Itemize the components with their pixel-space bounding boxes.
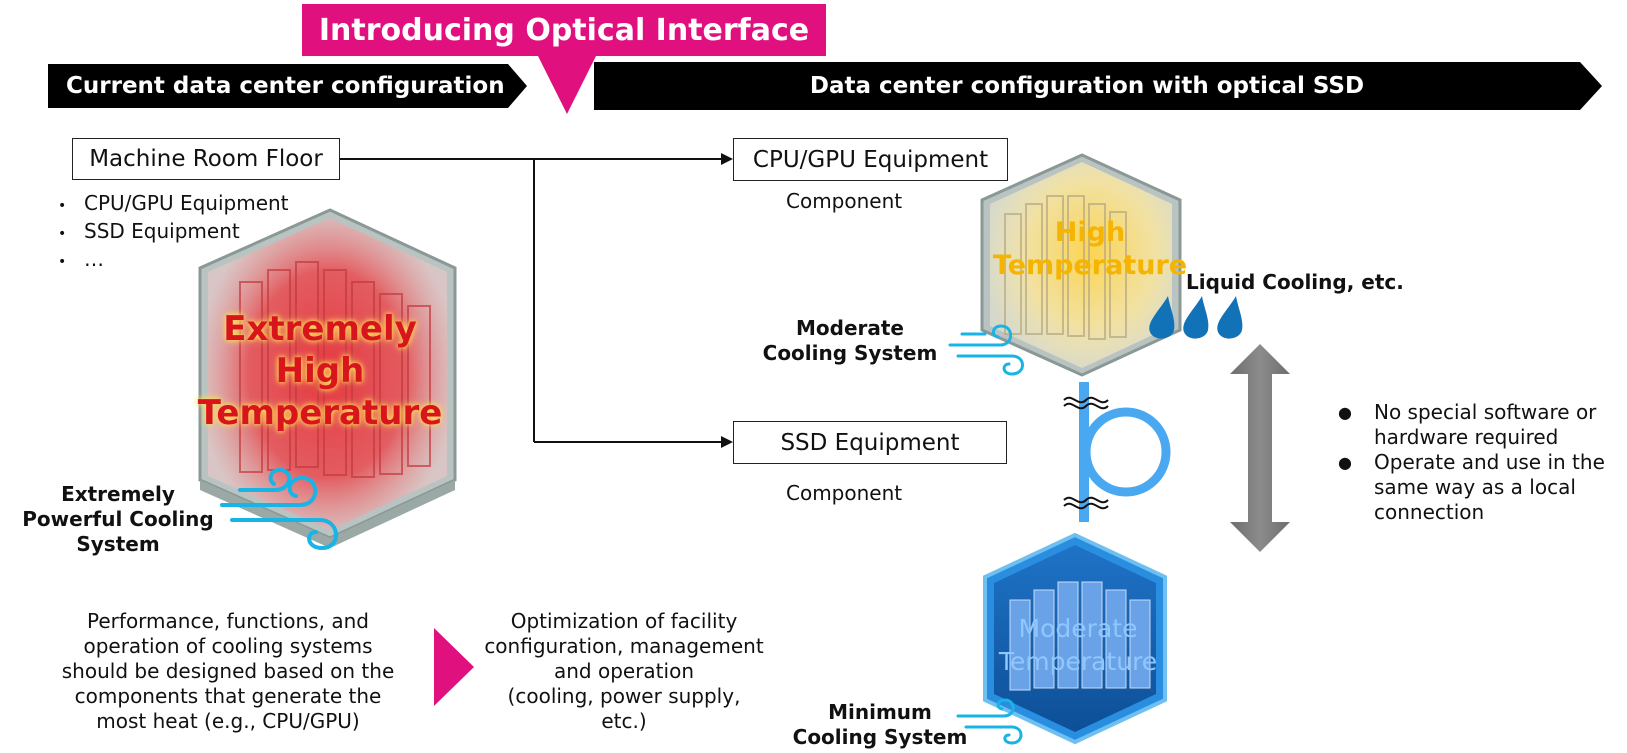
left-header-bar bbox=[48, 64, 527, 108]
ssd-component-label: Component bbox=[786, 481, 903, 505]
hot-server-rack-icon bbox=[198, 208, 457, 548]
wind-icon-moderate bbox=[948, 324, 1024, 376]
minimum-cooling-label: Minimum Cooling System bbox=[792, 700, 968, 749]
extremely-powerful-cooling-label: Extremely Powerful Cooling System bbox=[22, 482, 214, 556]
optical-fiber-icon bbox=[1063, 382, 1171, 522]
wind-icon-left bbox=[220, 467, 338, 551]
introducing-optical-interface-banner: Introducing Optical Interface bbox=[302, 4, 826, 56]
moderate-temperature-label: Moderate Temperature bbox=[998, 614, 1158, 676]
cpu-gpu-equipment-box: CPU/GPU Equipment bbox=[733, 138, 1008, 181]
list-item: Operate and use in the same way as a loc… bbox=[1338, 450, 1618, 525]
machine-room-floor-box: Machine Room Floor bbox=[72, 138, 340, 180]
right-header-bar bbox=[594, 62, 1602, 110]
high-temperature-label: High Temperature bbox=[992, 217, 1188, 281]
rack-label-line2: High Temperature bbox=[197, 351, 443, 433]
optical-ssd-notes: No special software or hardware required… bbox=[1338, 400, 1618, 525]
double-headed-arrow-icon bbox=[1230, 344, 1290, 552]
cool-server-rack-icon bbox=[983, 532, 1167, 745]
optimization-summary: Optimization of facility configuration, … bbox=[484, 609, 764, 733]
extremely-high-temperature-label: Extremely High Temperature bbox=[150, 308, 490, 434]
ssd-equipment-box: SSD Equipment bbox=[733, 421, 1007, 464]
cooling-design-summary: Performance, functions, and operation of… bbox=[61, 609, 395, 733]
connector-lines bbox=[340, 158, 725, 443]
list-item: No special software or hardware required bbox=[1338, 400, 1618, 450]
optical-config-header: Data center configuration with optical S… bbox=[809, 73, 1365, 99]
current-config-header: Current data center configuration bbox=[66, 73, 505, 99]
water-drop-icon bbox=[1149, 296, 1243, 339]
triangle-arrow-icon bbox=[434, 628, 474, 706]
wind-icon-minimum bbox=[956, 698, 1023, 745]
liquid-cooling-label: Liquid Cooling, etc. bbox=[1186, 270, 1404, 294]
cpu-component-label: Component bbox=[786, 189, 903, 213]
pink-pointer-triangle bbox=[538, 56, 596, 114]
list-item: SSD Equipment bbox=[58, 219, 289, 247]
list-item: … bbox=[58, 247, 289, 275]
arrowhead-cpu bbox=[721, 153, 733, 165]
warm-server-rack-icon bbox=[980, 153, 1182, 377]
floor-equipment-list: CPU/GPU Equipment SSD Equipment … bbox=[58, 191, 289, 275]
list-item: CPU/GPU Equipment bbox=[58, 191, 289, 219]
arrowhead-ssd bbox=[721, 436, 733, 448]
moderate-cooling-label: Moderate Cooling System bbox=[762, 316, 938, 365]
rack-label-line1: Extremely bbox=[223, 309, 417, 349]
